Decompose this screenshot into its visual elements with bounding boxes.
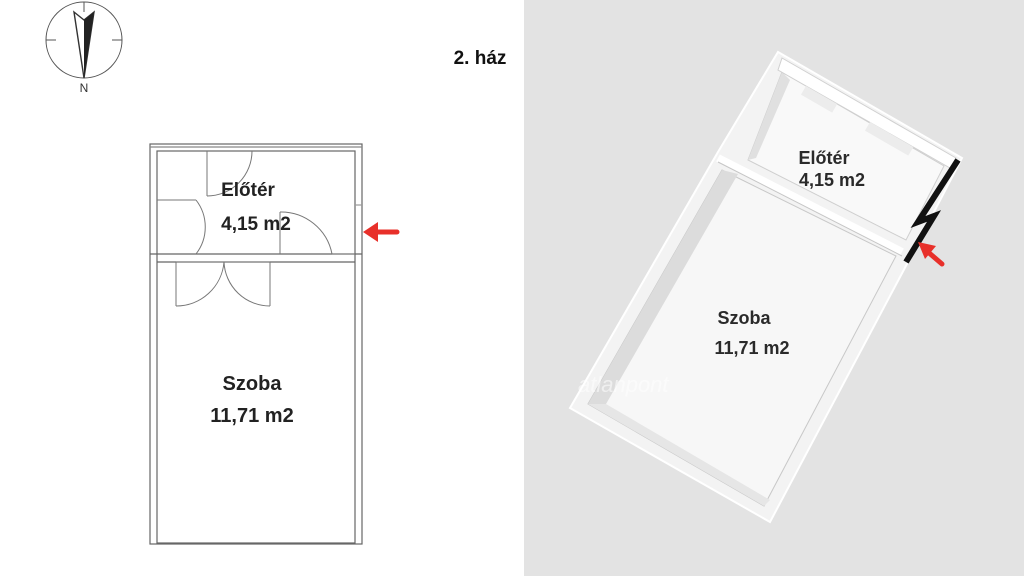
door-swings <box>157 150 355 307</box>
3d-room-name-eloter: Előtér <box>798 148 849 168</box>
watermark: atlanpont <box>578 372 669 397</box>
3d-room-area-eloter: 4,15 m2 <box>799 170 865 190</box>
plan-room-area-szoba: 11,71 m2 <box>210 405 293 427</box>
floor-plan-drawing: N 2. ház <box>45 1 507 545</box>
compass-icon <box>45 1 123 79</box>
3d-view-panel: Előtér 4,15 m2 Szoba 11,71 m2 atlanpont <box>524 0 1024 576</box>
plan-room-area-eloter: 4,15 m2 <box>221 214 291 235</box>
entrance-arrow-icon <box>363 222 400 242</box>
floor-plan-panel: N 2. ház <box>45 1 507 545</box>
plan-room-name-szoba: Szoba <box>223 373 283 395</box>
3d-view-drawing: Előtér 4,15 m2 Szoba 11,71 m2 atlanpont <box>568 50 964 524</box>
3d-walls <box>568 50 964 524</box>
entrance-arrow-3d-icon <box>918 242 945 267</box>
north-label: N <box>80 81 89 95</box>
house-title: 2. ház <box>454 48 507 69</box>
3d-room-area-szoba: 11,71 m2 <box>714 338 789 358</box>
electric-line-icon <box>903 158 961 264</box>
3d-room-name-szoba: Szoba <box>717 308 771 328</box>
plan-walls <box>149 143 363 545</box>
plan-room-name-eloter: Előtér <box>221 180 275 201</box>
